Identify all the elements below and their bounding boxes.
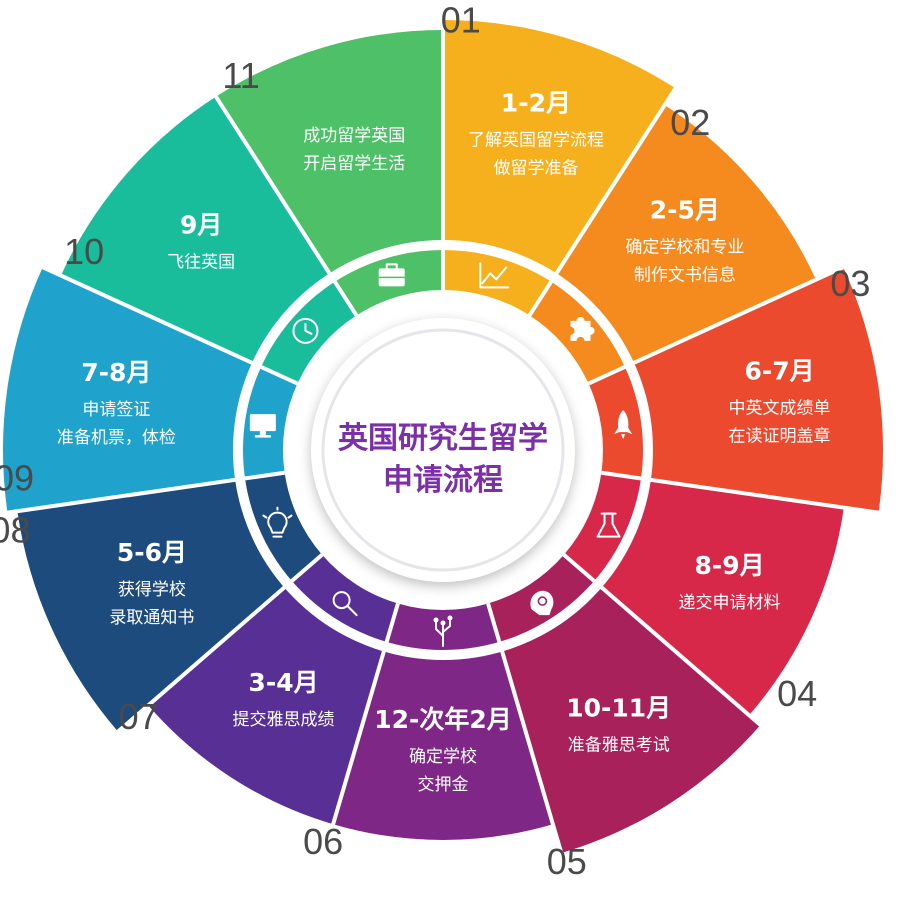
segment-09 <box>2 267 298 513</box>
icons-layer <box>249 262 633 647</box>
segment-divider <box>311 602 400 892</box>
step-month-01: 1-2月 <box>501 88 571 117</box>
step-month-07: 3-4月 <box>248 668 318 697</box>
brain-icon <box>530 590 554 616</box>
step-desc-10-1: 飞往英国 <box>167 252 235 272</box>
segment-06 <box>333 603 553 841</box>
segment-divider <box>601 470 899 518</box>
step-month-03: 6-7月 <box>744 357 814 386</box>
step-month-05: 10-11月 <box>566 693 671 722</box>
step-number-01: 01 <box>441 0 481 40</box>
labels-layer: 1-2月了解英国留学流程做留学准备2-5月确定学校和专业制作文书信息6-7月中英… <box>57 88 831 795</box>
step-month-04: 8-9月 <box>694 551 764 580</box>
briefcase-icon <box>378 263 405 287</box>
step-month-09: 7-8月 <box>81 358 151 387</box>
step-desc-05-1: 准备雅思考试 <box>568 735 670 755</box>
step-desc-06-2: 交押金 <box>418 775 469 795</box>
step-month-10: 9月 <box>180 210 222 239</box>
segment-10 <box>60 96 357 384</box>
step-month-06: 12-次年2月 <box>374 705 512 734</box>
inner-ring <box>233 240 653 660</box>
segment-08 <box>17 472 323 732</box>
step-number-07: 07 <box>119 696 159 737</box>
step-month-08: 5-6月 <box>117 538 187 567</box>
step-desc-08-2: 录取通知书 <box>109 608 194 628</box>
segment-11 <box>215 30 443 316</box>
step-number-09: 09 <box>0 458 34 499</box>
step-desc-06-1: 确定学校 <box>409 747 477 767</box>
segment-01 <box>443 20 676 316</box>
monitor-icon <box>249 414 276 438</box>
search-icon <box>332 591 358 617</box>
step-number-10: 10 <box>64 231 104 272</box>
clock-icon <box>292 317 319 344</box>
step-desc-08-1: 获得学校 <box>118 580 186 600</box>
step-number-04: 04 <box>777 673 817 714</box>
step-desc-09-2: 准备机票，体检 <box>57 428 176 448</box>
segment-divider <box>486 602 575 892</box>
step-number-03: 03 <box>830 263 870 304</box>
segment-05 <box>488 554 761 853</box>
step-desc-03-2: 在读证明盖章 <box>729 427 831 447</box>
bulb-icon <box>262 506 293 538</box>
step-desc-01-2: 做留学准备 <box>493 158 578 178</box>
step-number-11: 11 <box>222 55 259 96</box>
step-desc-03-1: 中英文成绩单 <box>729 399 831 419</box>
step-number-06: 06 <box>303 821 343 862</box>
step-desc-02-2: 制作文书信息 <box>634 265 736 285</box>
segment-03 <box>588 267 883 513</box>
step-desc-09-1: 申请签证 <box>82 400 150 420</box>
flask-icon <box>596 512 621 538</box>
puzzle-icon <box>570 316 595 341</box>
step-desc-01-1: 了解英国留学流程 <box>468 130 604 150</box>
step-numbers-layer: 01 02 03 04 05 06 07 08 09 10 11 <box>0 0 870 882</box>
center-title-line2: 申请流程 <box>383 463 503 498</box>
center-title-line1: 英国研究生留学 <box>338 421 548 456</box>
step-number-08: 08 <box>0 510 30 551</box>
step-desc-02-1: 确定学校和专业 <box>625 237 744 257</box>
center-inner-border <box>321 328 565 572</box>
step-number-05: 05 <box>547 841 587 882</box>
rocket-icon <box>614 410 633 440</box>
step-desc-11-1: 成功留学英国 <box>303 126 405 146</box>
step-desc-11-2: 开启留学生活 <box>303 154 405 174</box>
chart-icon <box>479 262 510 289</box>
tree-icon <box>433 615 453 647</box>
step-month-02: 2-5月 <box>650 195 720 224</box>
step-desc-04-1: 递交申请材料 <box>679 593 781 613</box>
center-hub: 英国研究生留学 申请流程 <box>338 421 548 498</box>
step-desc-07-1: 提交雅思成绩 <box>233 710 335 730</box>
outer-white-ring <box>233 240 653 660</box>
step-number-02: 02 <box>670 102 710 143</box>
